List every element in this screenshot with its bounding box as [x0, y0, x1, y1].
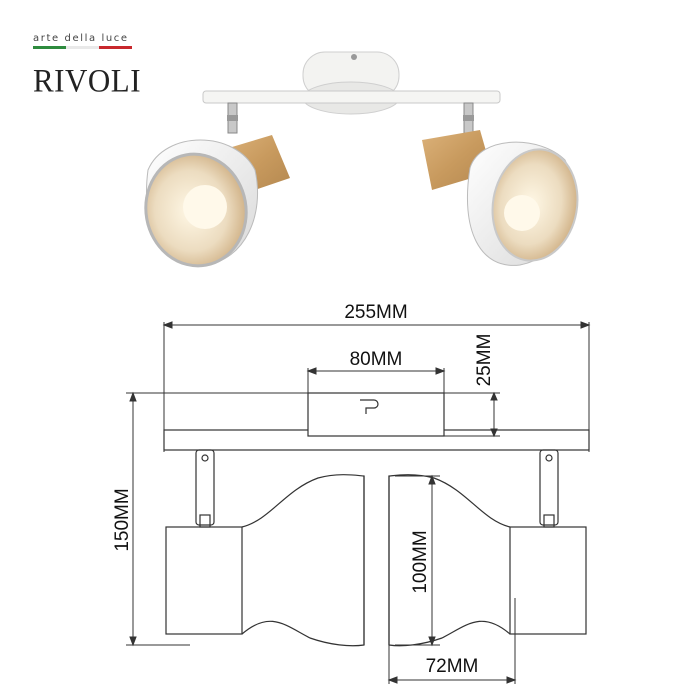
flag-white-stripe	[66, 46, 99, 49]
flag-green-stripe	[33, 46, 66, 49]
dim-shade-depth-label: 72MM	[426, 656, 479, 677]
product-photo	[144, 51, 579, 268]
dim-plate-width-label: 80MM	[350, 349, 403, 370]
brand-tagline: arte della luce	[33, 33, 129, 44]
dim-shade-diameter-label: 100MM	[410, 530, 431, 593]
dim-plate-height-label: 25MM	[474, 334, 495, 387]
dim-width-label: 255MM	[344, 302, 407, 323]
mounting-bar-icon	[202, 90, 501, 104]
spot-left-outline	[165, 449, 365, 647]
spot-right-outline	[388, 449, 587, 647]
flag-red-stripe	[99, 46, 132, 49]
ceiling-plate-icon	[302, 51, 400, 115]
mounting-bar-outline	[163, 392, 590, 451]
spot-left-icon	[144, 102, 290, 268]
spot-right-icon	[422, 102, 579, 266]
brand-name: RIVOLI	[33, 62, 142, 99]
brand-logo: arte della luce RIVOLI	[33, 33, 141, 103]
dim-total-height-label: 150MM	[112, 488, 133, 551]
